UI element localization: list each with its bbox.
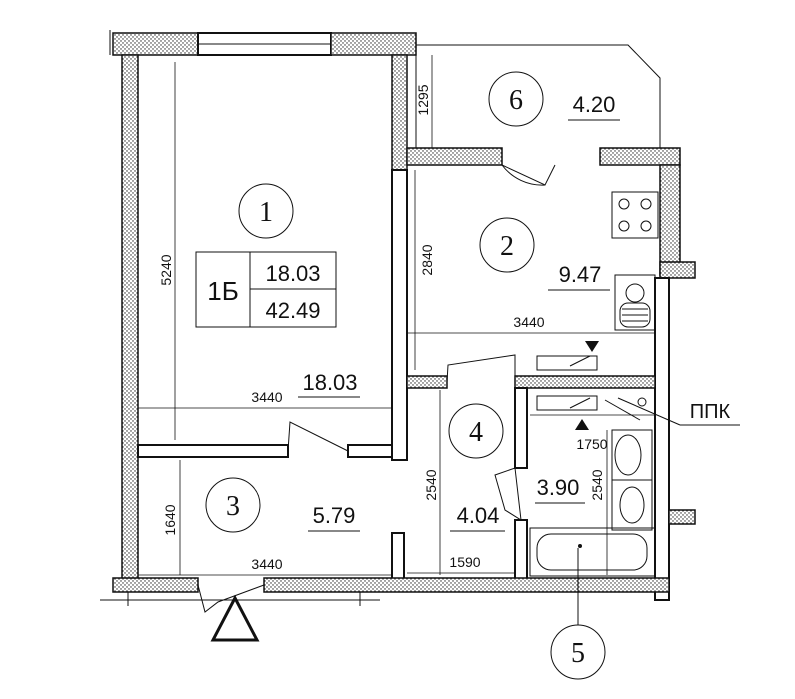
- wall-room1-hall-left: [137, 444, 289, 458]
- right-wall: [654, 277, 670, 601]
- apartment-type: 1Б: [207, 276, 239, 306]
- vent-arrow-upper: [585, 341, 599, 352]
- room-4-area: 4.04: [457, 503, 500, 528]
- bottom-wall-left: [112, 577, 199, 593]
- dim-room2-height: 2840: [419, 244, 435, 275]
- dimension-labels: 5240 3440 1295 2840 3440 1640 3440 2540 …: [158, 84, 608, 572]
- vent-upper: [536, 355, 598, 371]
- room-1-number: 1: [259, 197, 273, 228]
- wall-corridor-top: [406, 375, 448, 389]
- room-3-area: 5.79: [313, 503, 356, 528]
- kitchen-right-notch: [659, 261, 696, 279]
- wall-bath-top: [514, 375, 656, 389]
- bath-fixtures: [529, 429, 656, 577]
- bathtub-icon: [529, 527, 656, 577]
- dim-corridor-height: 2540: [423, 469, 439, 500]
- walls: [112, 32, 696, 601]
- dim-room2-width: 3440: [513, 314, 544, 330]
- room-2-marker: [479, 217, 535, 273]
- stove-icon: [611, 191, 659, 239]
- room-markers: 1 18.03 2 9.47 3 5.79 4 4.04 5 3.90 6 4.…: [205, 71, 620, 680]
- washbasin-icon: [611, 479, 653, 531]
- right-wall-notch: [668, 509, 696, 525]
- vent-arrow-lower: [575, 419, 589, 430]
- bottom-wall-right: [263, 577, 670, 593]
- wall-room1-upper: [391, 54, 408, 171]
- room-3-marker: [205, 477, 261, 533]
- dim-room1-height: 5240: [158, 254, 174, 285]
- kitchen-right-wall: [659, 164, 681, 276]
- top-wall-left: [112, 32, 199, 56]
- balcony: [415, 44, 661, 186]
- room-4-number: 4: [469, 417, 483, 448]
- room-5-number: 5: [571, 638, 585, 669]
- kitchen-fixtures: [536, 191, 740, 430]
- room-1-marker: [238, 183, 294, 239]
- left-wall: [121, 54, 139, 583]
- wall-room1-room2: [391, 169, 408, 461]
- dim-hall-width: 3440: [251, 556, 282, 572]
- room-2-area: 9.47: [559, 262, 602, 287]
- dim-hall-height: 1640: [162, 504, 178, 535]
- toilet-icon: [611, 429, 653, 481]
- room-2-number: 2: [500, 231, 514, 262]
- doors: [197, 354, 522, 613]
- entrance-triangle-icon: [210, 594, 260, 642]
- room-6-number: 6: [509, 85, 523, 116]
- room-3-number: 3: [226, 491, 240, 522]
- wall-bath-left-lower: [514, 519, 528, 581]
- vent-lower: [536, 395, 598, 411]
- room-6-marker: [488, 71, 544, 127]
- total-area: 42.49: [265, 298, 320, 323]
- axis-ticks: [100, 30, 380, 606]
- room-5-marker: [550, 624, 606, 680]
- riser-label: ППК: [690, 401, 731, 423]
- wall-bath-left-upper: [514, 387, 528, 469]
- dim-corridor-width: 1590: [449, 554, 480, 570]
- wall-room1-hall-right: [347, 444, 393, 458]
- balcony-wall-left: [406, 147, 503, 166]
- living-area: 18.03: [265, 261, 320, 286]
- balcony-wall-right: [599, 147, 681, 166]
- dimension-lines: [138, 55, 655, 576]
- dim-bath-width: 1750: [576, 436, 607, 452]
- room-4-marker: [448, 403, 504, 459]
- room-6-area: 4.20: [573, 92, 616, 117]
- apartment-summary: 1Б 18.03 42.49: [195, 251, 337, 328]
- dim-balcony-depth: 1295: [415, 84, 431, 115]
- dim-bath-height: 2540: [589, 469, 605, 500]
- top-wall-right: [330, 32, 417, 56]
- wall-hall-corridor-stub: [391, 532, 405, 581]
- room-1-area: 18.03: [302, 370, 357, 395]
- dim-room1-width: 3440: [251, 389, 282, 405]
- room-5-area: 3.90: [537, 475, 580, 500]
- sink-icon: [614, 274, 656, 331]
